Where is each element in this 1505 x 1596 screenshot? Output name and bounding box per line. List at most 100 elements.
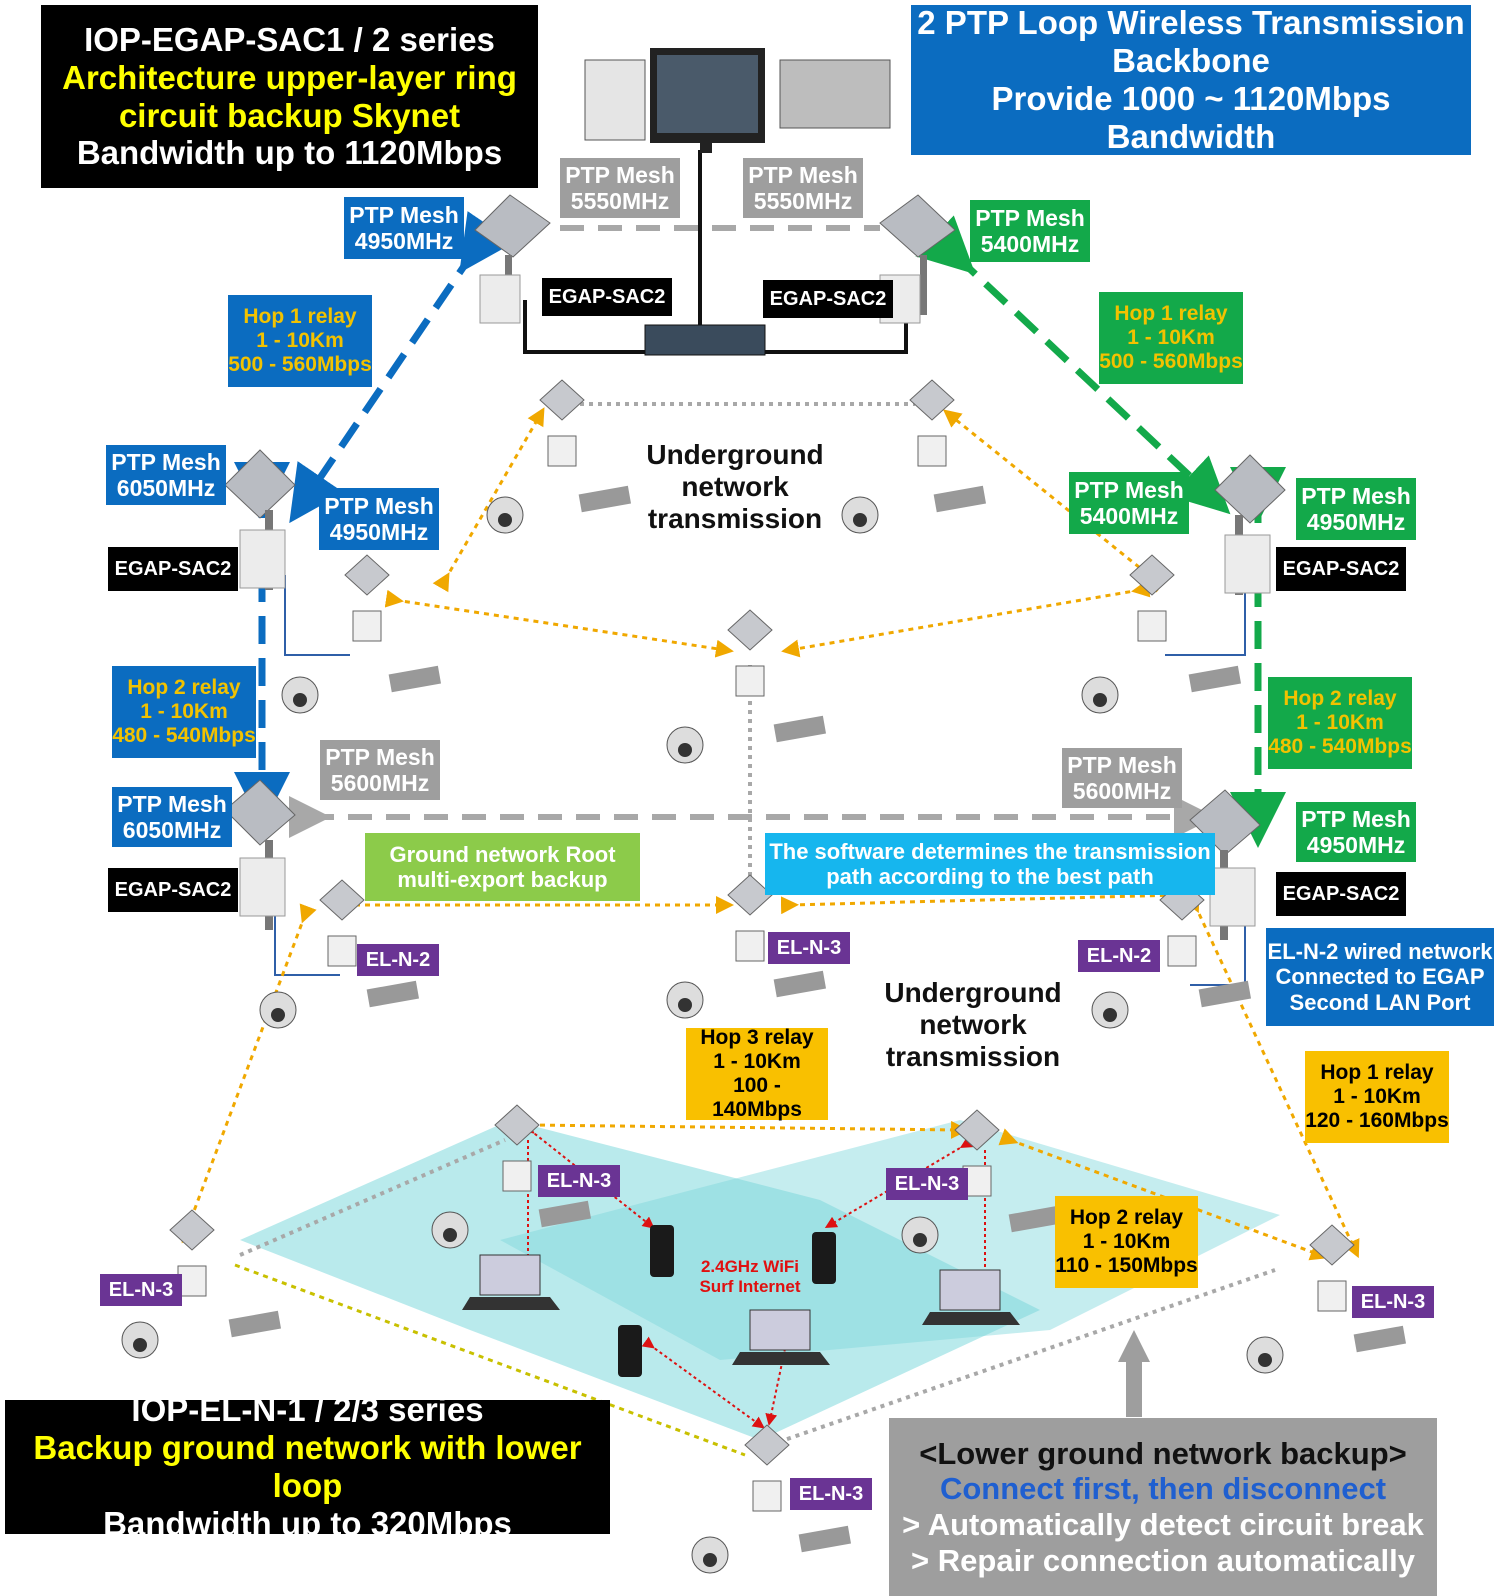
egap-label: EGAP-SAC2 bbox=[763, 280, 893, 318]
title-line-1: 2 PTP Loop Wireless Transmission bbox=[917, 4, 1465, 42]
ptp-freq: 6050MHz bbox=[122, 817, 222, 843]
ptp-text: PTP Mesh bbox=[117, 790, 227, 817]
ptp-freq: 5600MHz bbox=[1072, 778, 1172, 804]
hop-bandwidth: 480 - 540Mbps bbox=[112, 724, 256, 748]
hop-label-right-1: Hop 1 relay 1 - 10Km 500 - 560Mbps bbox=[1099, 292, 1243, 384]
title-line-3: circuit backup Skynet bbox=[118, 96, 461, 134]
hop-label-center-3: Hop 3 relay 1 - 10Km 100 - 140Mbps bbox=[686, 1025, 828, 1122]
camera-icon bbox=[121, 485, 1407, 1574]
ptp-antenna-icon bbox=[224, 194, 1286, 940]
hop-distance: 1 - 10Km bbox=[1333, 1084, 1421, 1108]
hop-title: Hop 1 relay bbox=[243, 304, 357, 328]
hop-title: Hop 1 relay bbox=[1114, 301, 1228, 325]
box-line: > Repair connection automatically bbox=[911, 1542, 1415, 1578]
ptp-text: PTP Mesh bbox=[111, 448, 221, 475]
egap-label: EGAP-SAC2 bbox=[108, 547, 238, 591]
hop-distance: 1 - 10Km bbox=[713, 1049, 801, 1073]
hop-label-right-low-1: Hop 1 relay 1 - 10Km 120 - 160Mbps bbox=[1305, 1051, 1449, 1143]
smartphone-icon bbox=[618, 1225, 836, 1377]
hop-label-left-1: Hop 1 relay 1 - 10Km 500 - 560Mbps bbox=[228, 295, 372, 387]
hop-title: Hop 2 relay bbox=[1069, 1205, 1184, 1229]
text-line: 2.4GHz WiFi bbox=[700, 1257, 800, 1277]
ptp-text: PTP Mesh bbox=[975, 204, 1085, 231]
ptp-freq: 5400MHz bbox=[980, 231, 1080, 257]
egap-label: EGAP-SAC2 bbox=[1276, 872, 1406, 916]
node-label: EL-N-3 bbox=[100, 1274, 182, 1306]
ptp-text: PTP Mesh bbox=[349, 201, 459, 228]
box-line: > Automatically detect circuit break bbox=[902, 1507, 1424, 1542]
ptp-freq: 4950MHz bbox=[1306, 509, 1406, 535]
ptp-text: PTP Mesh bbox=[748, 161, 858, 188]
bottom-left-title: IOP-EL-N-1 / 2/3 series Backup ground ne… bbox=[5, 1391, 610, 1542]
egap-label: EGAP-SAC2 bbox=[542, 278, 672, 316]
text-line: network bbox=[919, 1008, 1027, 1040]
ground-root-label: Ground network Root multi-export backup bbox=[365, 833, 640, 901]
text-line: Underground bbox=[646, 438, 824, 470]
ptp-text: PTP Mesh bbox=[565, 161, 675, 188]
hop-label-right-2: Hop 2 relay 1 - 10Km 480 - 540Mbps bbox=[1268, 677, 1412, 769]
hop-bandwidth: 480 - 540Mbps bbox=[1268, 735, 1412, 759]
hop-distance: 1 - 10Km bbox=[1082, 1229, 1171, 1253]
egap-label: EGAP-SAC2 bbox=[108, 868, 238, 912]
node-label: EL-N-3 bbox=[538, 1165, 620, 1197]
top-left-title: IOP-EGAP-SAC1 / 2 series Architecture up… bbox=[41, 5, 538, 188]
hop-bandwidth: 110 - 150Mbps bbox=[1055, 1254, 1198, 1278]
text-line: network bbox=[681, 470, 789, 502]
text-line: Underground bbox=[884, 976, 1062, 1008]
hop-bandwidth: 500 - 560Mbps bbox=[1099, 350, 1243, 374]
hop-bandwidth: 500 - 560Mbps bbox=[228, 353, 372, 377]
hop-label-left-2: Hop 2 relay 1 - 10Km 480 - 540Mbps bbox=[112, 666, 256, 758]
software-path-label: The software determines the transmission… bbox=[765, 833, 1215, 895]
ptp-freq: 5600MHz bbox=[330, 770, 430, 796]
hop-distance: 1 - 10Km bbox=[256, 328, 344, 352]
ptp-text: PTP Mesh bbox=[1301, 805, 1411, 832]
title-line-2: Architecture upper-layer ring bbox=[62, 58, 517, 96]
ptp-text: PTP Mesh bbox=[324, 492, 434, 519]
node-label: EL-N-2 bbox=[357, 944, 439, 976]
hop-distance: 1 - 10Km bbox=[1296, 710, 1384, 734]
text-line: Surf Internet bbox=[699, 1277, 801, 1296]
title-line-2: Backbone bbox=[1112, 42, 1270, 80]
node-label: EL-N-3 bbox=[1352, 1286, 1434, 1318]
server-monitor-icon bbox=[584, 48, 891, 153]
ptp-text: PTP Mesh bbox=[1074, 476, 1184, 503]
text-line: Ground network Root bbox=[389, 841, 616, 867]
wifi-label: 2.4GHz WiFi Surf Internet bbox=[690, 1254, 810, 1300]
egap-label: EGAP-SAC2 bbox=[1276, 547, 1406, 591]
text-line: Second LAN Port bbox=[1289, 989, 1471, 1015]
text-line: multi-export backup bbox=[397, 867, 608, 892]
ptp-text: PTP Mesh bbox=[1301, 482, 1411, 509]
text-line: EL-N-2 wired network bbox=[1267, 939, 1493, 965]
node-label: EL-N-3 bbox=[768, 932, 850, 964]
hop-bandwidth: 100 - 140Mbps bbox=[712, 1074, 802, 1122]
hop-title: Hop 2 relay bbox=[1283, 686, 1397, 710]
node-label: EL-N-2 bbox=[1078, 940, 1160, 972]
top-right-title: 2 PTP Loop Wireless Transmission Backbon… bbox=[911, 4, 1471, 155]
title-line-3: Provide 1000 ~ 1120Mbps Bandwidth bbox=[991, 80, 1391, 155]
ptp-freq: 5550MHz bbox=[570, 188, 670, 214]
title-line-4: Bandwidth up to 1120Mbps bbox=[76, 134, 503, 172]
ptp-freq: 4950MHz bbox=[1306, 832, 1406, 858]
ptp-freq: 6050MHz bbox=[116, 475, 216, 501]
hop-title: Hop 3 relay bbox=[700, 1025, 814, 1049]
node-label: EL-N-3 bbox=[886, 1168, 968, 1200]
text-line: transmission bbox=[885, 1041, 1061, 1073]
title-line-1: IOP-EL-N-1 / 2/3 series bbox=[131, 1391, 484, 1429]
network-switch-icon bbox=[644, 324, 766, 356]
gray-ptp-link bbox=[289, 225, 1216, 838]
lower-ground-backup-box: <Lower ground network backup> Connect fi… bbox=[889, 1418, 1437, 1596]
hop-title: Hop 2 relay bbox=[127, 675, 241, 699]
ptp-freq: 5400MHz bbox=[1079, 503, 1179, 529]
title-line-1: IOP-EGAP-SAC1 / 2 series bbox=[84, 20, 495, 58]
ptp-freq: 4950MHz bbox=[329, 519, 429, 545]
text-line: The software determines the transmission bbox=[769, 838, 1211, 864]
